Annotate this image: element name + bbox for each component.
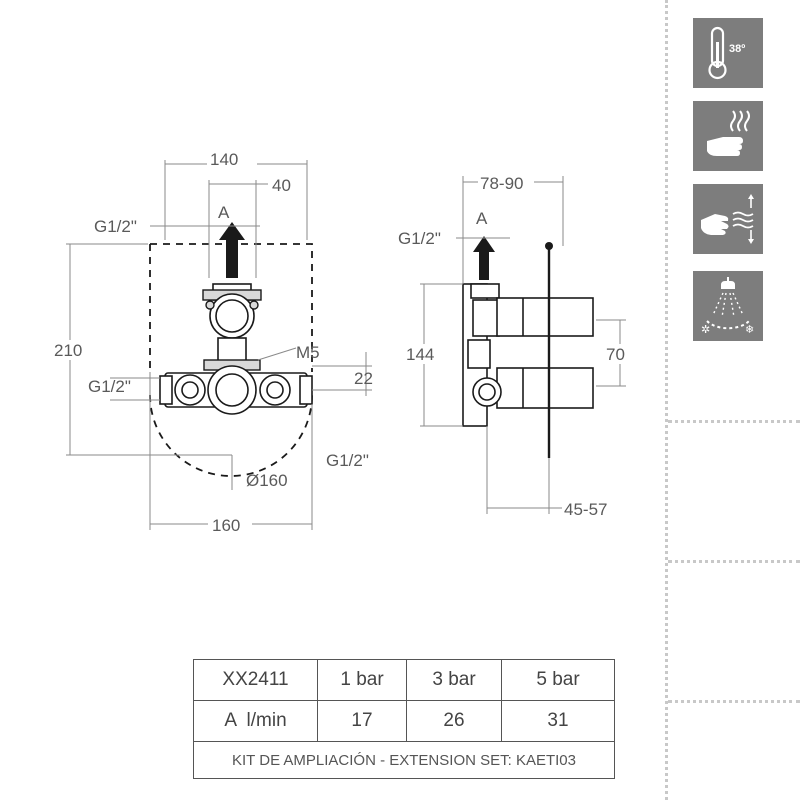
side-flow-arrow-head bbox=[473, 236, 495, 252]
side-body-connector bbox=[467, 339, 491, 369]
inlet-left bbox=[159, 375, 173, 405]
central-cartridge-inner bbox=[215, 373, 249, 407]
thermometer-label: 38º bbox=[729, 43, 745, 55]
front-dim-210: 210 bbox=[54, 341, 82, 360]
flow-arrow-shaft bbox=[226, 238, 238, 278]
flow-arrow-head bbox=[219, 222, 245, 240]
side-dim-45-57: 45-57 bbox=[564, 500, 607, 519]
svg-text:✲: ✲ bbox=[701, 323, 710, 336]
hand-heat-icon bbox=[693, 101, 763, 171]
side-thread-top: G1/2" bbox=[398, 229, 441, 248]
side-lower-knob bbox=[548, 367, 594, 409]
side-dim-78-90: 78-90 bbox=[480, 174, 523, 193]
table-flow-row: A l/min 17 26 31 bbox=[193, 700, 615, 742]
front-thread-left: G1/2" bbox=[88, 377, 131, 396]
side-dim-144: 144 bbox=[406, 345, 434, 364]
shower-cold-icon: ✲ ❄ bbox=[693, 271, 763, 341]
extension-set-note: KIT DE AMPLIACIÓN - EXTENSION SET: KAETI… bbox=[193, 741, 615, 779]
side-rod-cap bbox=[545, 242, 553, 250]
table-cell-flow-3: 26 bbox=[406, 700, 502, 742]
table-cell-flow-5: 31 bbox=[501, 700, 615, 742]
riser-upper-port-inner bbox=[215, 299, 249, 333]
table-cell-flow-1: 17 bbox=[317, 700, 407, 742]
front-outline-dashed bbox=[149, 243, 313, 477]
table-cell-model: XX2411 bbox=[193, 659, 318, 701]
front-dim-160: 160 bbox=[212, 516, 240, 535]
front-screw-label: M5 bbox=[296, 343, 320, 362]
table-cell-pressure-5: 5 bar bbox=[501, 659, 615, 701]
table-footer-row: KIT DE AMPLIACIÓN - EXTENSION SET: KAETI… bbox=[193, 741, 615, 779]
panel-divider-1 bbox=[668, 420, 800, 423]
table-cell-flow-label: A l/min bbox=[193, 700, 318, 742]
right-port-inner bbox=[266, 381, 284, 399]
table-header-row: XX2411 1 bar 3 bar 5 bar bbox=[193, 659, 615, 701]
front-flow-label: A bbox=[218, 203, 230, 222]
side-top-nut bbox=[470, 283, 500, 299]
screw-left bbox=[205, 300, 215, 310]
side-dim-70: 70 bbox=[606, 345, 625, 364]
front-thread-top: G1/2" bbox=[94, 217, 137, 236]
flow-rate-table: XX2411 1 bar 3 bar 5 bar A l/min 17 26 3… bbox=[193, 659, 615, 779]
svg-text:❄: ❄ bbox=[745, 323, 754, 336]
front-dim-40: 40 bbox=[272, 176, 291, 195]
front-thread-right: G1/2" bbox=[326, 451, 369, 470]
table-cell-pressure-1: 1 bar bbox=[317, 659, 407, 701]
side-flow-label: A bbox=[476, 209, 488, 228]
side-lower-port-inner bbox=[478, 383, 496, 401]
front-diameter: Ø160 bbox=[246, 471, 288, 490]
panel-divider-2 bbox=[668, 560, 800, 563]
screw-right bbox=[249, 300, 259, 310]
hand-flow-icon bbox=[693, 184, 763, 254]
side-flow-arrow-shaft bbox=[479, 250, 489, 280]
right-panel-separator bbox=[665, 0, 668, 800]
side-upper-knob bbox=[548, 297, 594, 337]
front-view: A 140 40 G1/2" 210 M5 22 G1/2" G1/2" Ø16… bbox=[52, 150, 373, 535]
side-upper-port bbox=[472, 299, 500, 337]
table-cell-pressure-3: 3 bar bbox=[406, 659, 502, 701]
front-dim-22: 22 bbox=[354, 369, 373, 388]
inlet-right bbox=[299, 375, 313, 405]
left-port-inner bbox=[181, 381, 199, 399]
panel-divider-3 bbox=[668, 700, 800, 703]
thermometer-icon: 38º bbox=[693, 18, 763, 88]
front-dim-140: 140 bbox=[210, 150, 238, 169]
side-view: A 78-90 G1/2" 144 70 45-57 bbox=[398, 174, 632, 519]
